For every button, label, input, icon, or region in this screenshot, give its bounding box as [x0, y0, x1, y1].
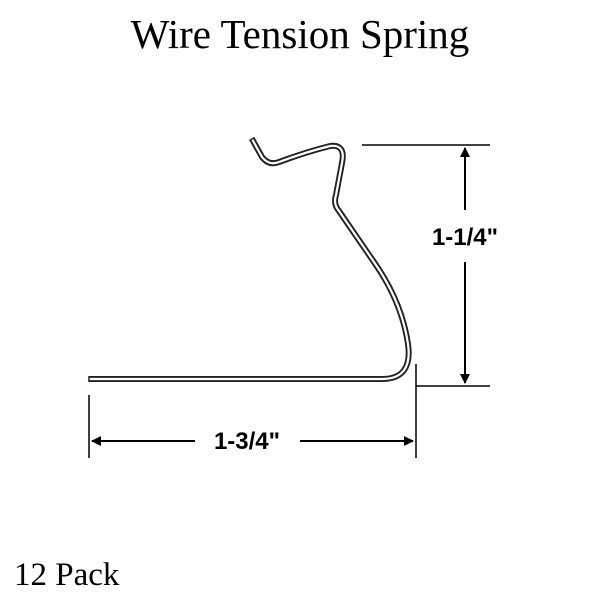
diagram-title: Wire Tension Spring — [130, 11, 470, 57]
height-label: 1-1/4" — [432, 224, 498, 251]
wire-spring-shape — [88, 136, 412, 382]
width-dimension: 1-3/4" — [88, 364, 417, 458]
pack-quantity-label: 12 Pack — [14, 557, 120, 593]
width-label: 1-3/4" — [214, 428, 280, 455]
height-dimension: 1-1/4" — [362, 144, 498, 387]
